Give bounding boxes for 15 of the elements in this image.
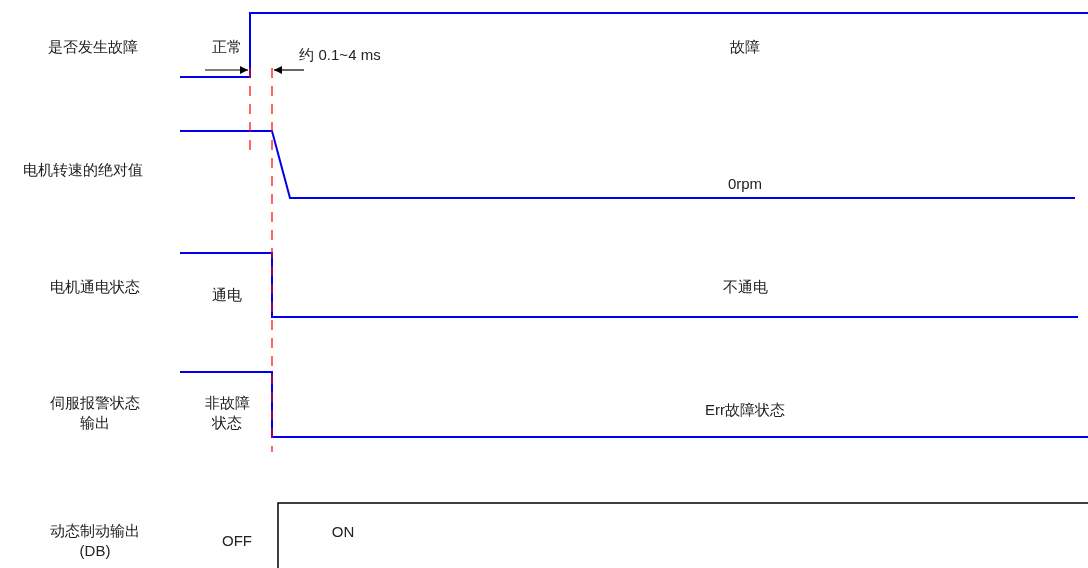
- state-label: 非故障状态: [203, 392, 251, 432]
- state-label: Err故障状态: [705, 400, 785, 420]
- state-label: 通电: [212, 285, 242, 305]
- signal-name: 伺服报警状态输出: [49, 392, 141, 432]
- signal-name: 是否发生故障: [48, 37, 138, 57]
- state-label: 不通电: [722, 277, 768, 297]
- state-label: 正常: [212, 37, 242, 57]
- state-label: ON: [331, 522, 355, 542]
- state-label: 0rpm: [727, 174, 763, 194]
- signal-name: 动态制动输出(DB): [49, 520, 141, 560]
- state-label: OFF: [222, 531, 252, 551]
- signal-name: 电机转速的绝对值: [23, 160, 143, 180]
- timing-note: 约 0.1~4 ms: [299, 45, 381, 65]
- signal-name: 电机通电状态: [50, 277, 140, 297]
- state-label: 故障: [730, 37, 760, 57]
